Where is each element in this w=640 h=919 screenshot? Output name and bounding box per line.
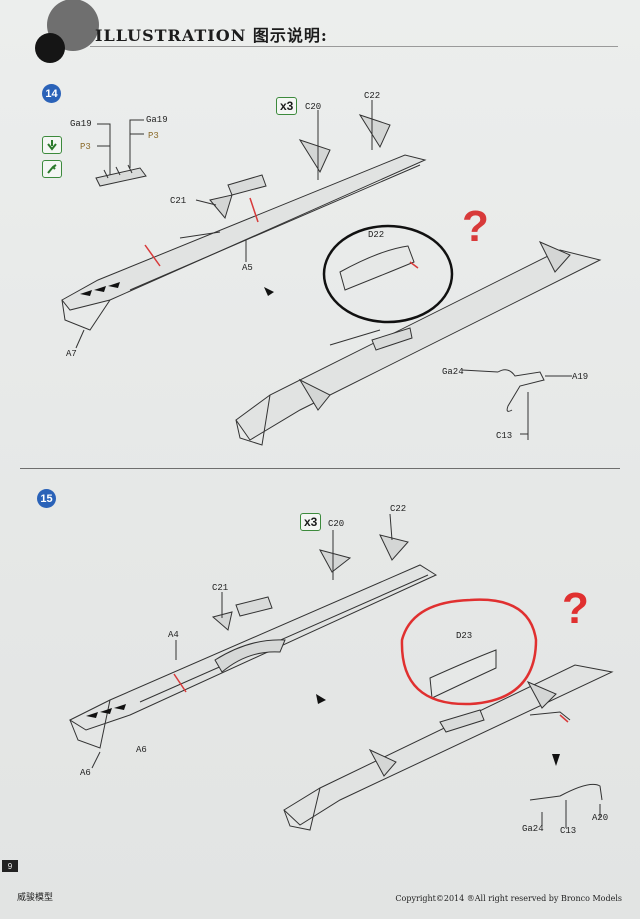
label-a20: A20 <box>592 813 608 823</box>
label-c13: C13 <box>560 826 576 836</box>
label-a7: A7 <box>66 349 77 359</box>
step-14-annotation-circle <box>322 224 454 324</box>
label-c22: C22 <box>364 91 380 101</box>
label-c22: C22 <box>390 504 406 514</box>
page-header: ILLUSTRATION 图示说明: <box>0 0 640 63</box>
label-c20: C20 <box>328 519 344 529</box>
label-a19: A19 <box>572 372 588 382</box>
step-14-question-mark: ? <box>462 202 489 251</box>
step-14-badge: 14 <box>42 84 61 103</box>
label-p3-right: P3 <box>148 131 159 141</box>
step-divider <box>20 468 620 469</box>
label-p3-left: P3 <box>80 142 91 152</box>
label-ga24: Ga24 <box>522 824 544 834</box>
copyright-text: Copyright©2014 ®All right reserved by Br… <box>395 894 622 903</box>
label-d22: D22 <box>368 230 384 240</box>
down-arrow-icon <box>42 136 62 154</box>
label-a6-top: A6 <box>136 745 147 755</box>
label-c21: C21 <box>170 196 186 206</box>
label-a5: A5 <box>242 263 253 273</box>
label-ga19-right: Ga19 <box>146 115 168 125</box>
label-ga19-left: Ga19 <box>70 119 92 129</box>
page-number: 9 <box>2 860 18 872</box>
step-15-quantity: x3 <box>300 513 322 531</box>
page-title: ILLUSTRATION 图示说明: <box>95 26 328 45</box>
label-c13: C13 <box>496 431 512 441</box>
step-15-badge: 15 <box>37 489 56 508</box>
label-c20: C20 <box>305 102 321 112</box>
header-rule <box>90 46 618 47</box>
label-a4: A4 <box>168 630 179 640</box>
label-d23: D23 <box>456 631 472 641</box>
brand-text: 威骏模型 <box>17 893 54 903</box>
double-circle-logo-icon <box>35 0 99 63</box>
glue-bottle-icon <box>42 160 62 178</box>
label-a6-bottom: A6 <box>80 768 91 778</box>
label-c21: C21 <box>212 583 228 593</box>
step-15-annotation-circle <box>400 598 538 706</box>
step-14-quantity: x3 <box>276 97 298 115</box>
step-15-question-mark: ? <box>562 584 589 633</box>
label-ga24: Ga24 <box>442 367 464 377</box>
